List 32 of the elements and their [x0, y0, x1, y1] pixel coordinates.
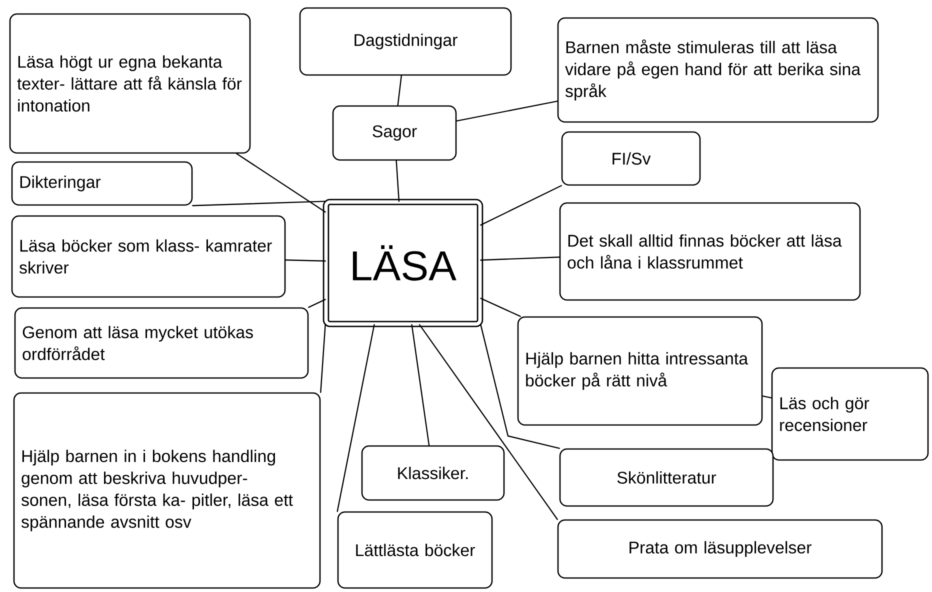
connector-line	[308, 298, 326, 308]
connector-line	[236, 153, 326, 213]
connector-line	[762, 395, 772, 398]
connector-line	[336, 324, 375, 512]
idea-box: Skönlitteratur	[559, 448, 774, 507]
idea-box: Läsa högt ur egna bekanta texter- lättare att få känsla för intonation	[9, 13, 251, 154]
connector-line	[411, 324, 430, 446]
idea-box: Hjälp barnen in i bokens handling genom att beskriva huvudper- sonen, läsa första ka- pitler, läsa ett spännande avsnitt osv	[13, 392, 321, 589]
connector-line	[396, 160, 400, 202]
idea-box: Läs och gör recensioner	[771, 367, 929, 461]
idea-box: Klassiker.	[361, 445, 505, 501]
connector-line	[320, 324, 326, 393]
topic-box: LÄSA	[322, 198, 484, 328]
connector-line	[456, 100, 558, 122]
connector-line	[480, 298, 521, 317]
connector-line	[480, 256, 560, 261]
idea-box: Lättlästa böcker	[337, 511, 493, 589]
connector-line	[480, 324, 560, 449]
idea-box: Sagor	[332, 105, 457, 161]
idea-box: Läsa böcker som klass- kamrater skriver	[11, 215, 286, 298]
idea-box: Dikteringar	[11, 161, 193, 206]
idea-box: FI/Sv	[561, 131, 701, 186]
idea-box: Barnen måste stimuleras till att läsa vidare på egen hand för att berika sina språk	[557, 17, 879, 123]
idea-box: Det skall alltid finnas böcker att läsa och låna i klassrummet	[559, 202, 861, 301]
idea-box: Dagstidningar	[299, 7, 512, 76]
idea-box: Prata om läsupplevelser	[557, 519, 883, 579]
idea-box: Hjälp barnen hitta intressanta böcker på rätt nivå	[517, 316, 763, 426]
connector-line	[397, 75, 402, 106]
connector-line	[418, 324, 558, 520]
idea-box: Genom att läsa mycket utökas ordförrådet	[14, 307, 309, 379]
connector-line	[480, 185, 562, 226]
connector-line	[285, 259, 326, 262]
